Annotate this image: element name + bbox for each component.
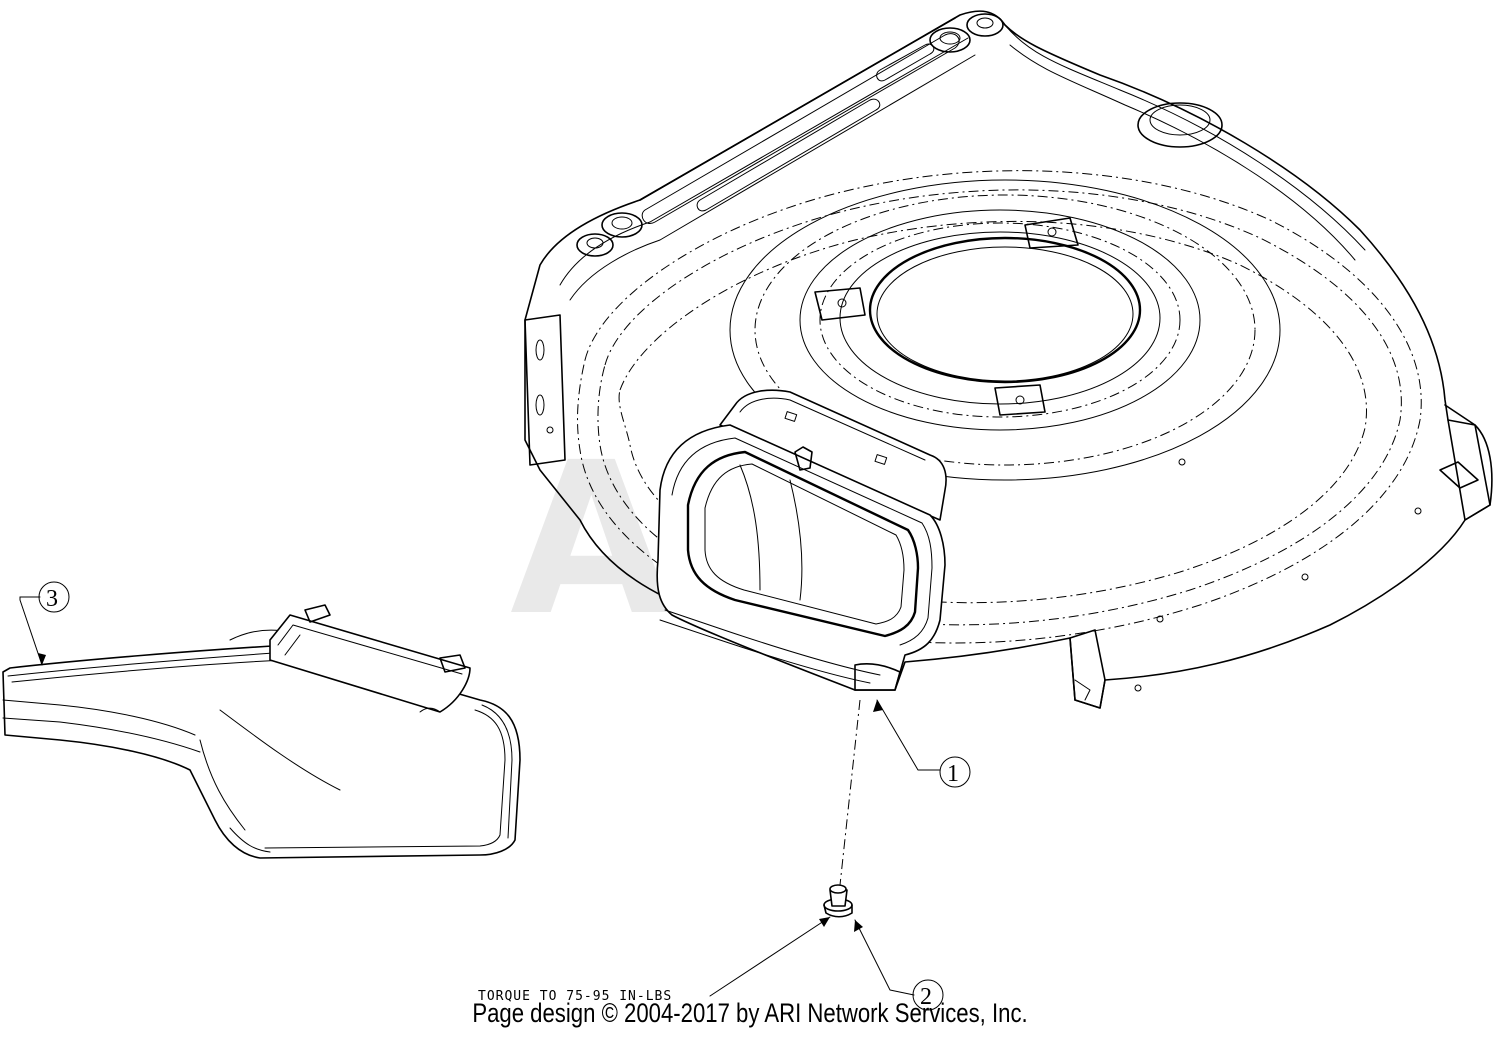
discharge-chute-drawing <box>656 389 947 691</box>
callout-2: 2 <box>709 916 944 1011</box>
callout-3: 3 <box>19 581 70 666</box>
deck-boss-group <box>576 13 1223 257</box>
callout-1-label: 1 <box>947 761 959 787</box>
deflector-drawing <box>2 604 521 859</box>
callout-1: 1 <box>873 699 971 788</box>
mower-deck-drawing <box>524 10 1493 709</box>
copyright-footer: Page design © 2004-2017 by ARI Network S… <box>472 998 1028 1028</box>
torque-note: TORQUE TO 75-95 IN-LBS <box>478 989 672 1004</box>
callout-3-label: 3 <box>46 586 58 612</box>
bolt-drawing <box>823 699 861 918</box>
callout-2-label: 2 <box>920 984 932 1010</box>
